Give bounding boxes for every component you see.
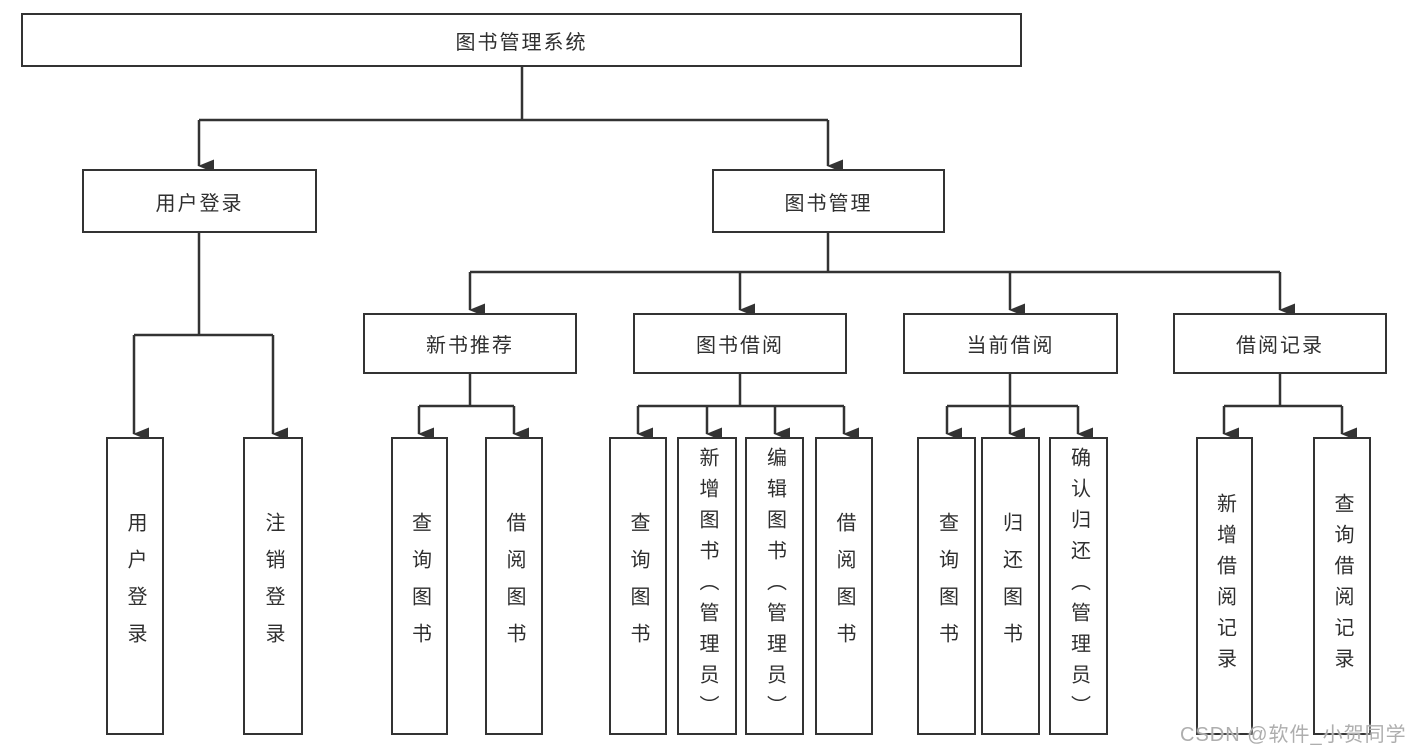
leaf-add-borrow-record-label: 新增借阅记录 — [1213, 493, 1236, 679]
leaf-add-books-admin: 新增图书（管理员） — [677, 437, 737, 735]
node-book-borrowing-label: 图书借阅 — [696, 335, 784, 357]
leaf-borrow-books-recommend-label: 借阅图书 — [503, 512, 525, 660]
leaf-confirm-return-admin: 确认归还（管理员） — [1049, 437, 1108, 735]
node-borrowing-records-label: 借阅记录 — [1236, 335, 1324, 357]
node-root: 图书管理系统 — [21, 13, 1022, 67]
csdn-watermark: CSDN @软件_小贺同学 — [1180, 724, 1405, 746]
leaf-borrow-books-borrowing: 借阅图书 — [815, 437, 873, 735]
node-book-management-label: 图书管理 — [784, 192, 873, 215]
edge-root-skeleton — [199, 66, 828, 122]
node-current-borrowing-label: 当前借阅 — [966, 335, 1055, 357]
leaf-return-books: 归还图书 — [981, 437, 1040, 735]
node-book-borrowing: 图书借阅 — [633, 313, 847, 374]
leaf-add-borrow-record: 新增借阅记录 — [1196, 437, 1253, 735]
leaf-query-books-borrowing: 查询图书 — [609, 437, 667, 735]
leaf-query-books-recommend: 查询图书 — [391, 437, 448, 735]
edge-book-borrowing-skeleton — [638, 374, 844, 408]
edge-user-login-skeleton — [134, 233, 273, 337]
node-user-login-label: 用户登录 — [155, 192, 244, 215]
node-new-book-recommend-label: 新书推荐 — [426, 335, 514, 357]
leaf-user-login-label: 用户登录 — [124, 512, 146, 660]
leaf-query-books-current: 查询图书 — [917, 437, 976, 735]
leaf-user-login: 用户登录 — [106, 437, 164, 735]
leaf-borrow-books-borrowing-label: 借阅图书 — [833, 512, 855, 660]
node-borrowing-records: 借阅记录 — [1173, 313, 1387, 374]
leaf-borrow-books-recommend: 借阅图书 — [485, 437, 543, 735]
leaf-logout-label: 注销登录 — [262, 512, 284, 660]
leaf-query-borrow-record: 查询借阅记录 — [1313, 437, 1371, 735]
node-root-label: 图书管理系统 — [455, 31, 588, 54]
edge-book-management-skeleton — [470, 233, 1280, 274]
leaf-edit-books-admin: 编辑图书（管理员） — [745, 437, 804, 735]
edge-new-book-recommend-skeleton — [419, 374, 514, 408]
leaf-edit-books-admin-label: 编辑图书（管理员） — [763, 446, 786, 726]
leaf-add-books-admin-label: 新增图书（管理员） — [696, 446, 718, 726]
leaf-logout: 注销登录 — [243, 437, 303, 735]
leaf-query-borrow-record-label: 查询借阅记录 — [1331, 493, 1353, 679]
leaf-query-books-borrowing-label: 查询图书 — [627, 512, 649, 660]
node-new-book-recommend: 新书推荐 — [363, 313, 577, 374]
node-current-borrowing: 当前借阅 — [903, 313, 1118, 374]
leaf-confirm-return-admin-label: 确认归还（管理员） — [1067, 446, 1090, 726]
node-book-management: 图书管理 — [712, 169, 945, 233]
leaf-query-books-recommend-label: 查询图书 — [408, 512, 431, 660]
leaf-query-books-current-label: 查询图书 — [935, 512, 958, 660]
edge-current-borrowing-skeleton — [947, 374, 1078, 408]
edge-borrowing-records-skeleton — [1224, 374, 1342, 408]
node-user-login: 用户登录 — [82, 169, 317, 233]
leaf-return-books-label: 归还图书 — [999, 512, 1022, 660]
